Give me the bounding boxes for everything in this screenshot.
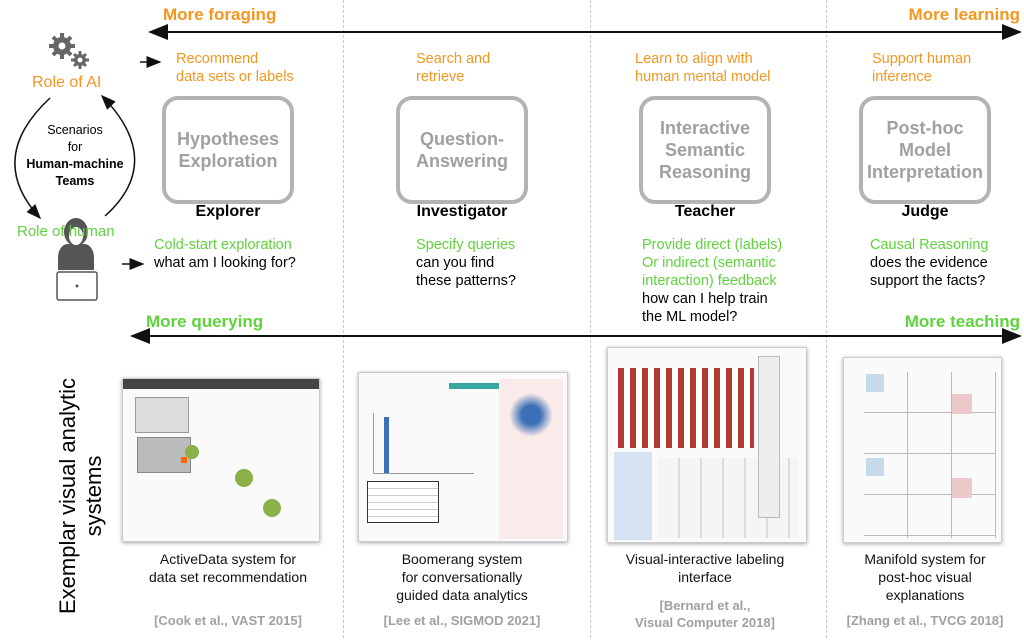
column-divider (826, 0, 827, 638)
text-line: Cold-start exploration (154, 237, 292, 253)
scenarios-line: Teams (55, 174, 95, 188)
text-line: retrieve (416, 69, 465, 85)
human-role-description: Causal Reasoning does the evidence suppo… (870, 236, 1024, 290)
title-line: systems (81, 455, 106, 537)
human-role-label: Investigator (416, 203, 508, 220)
more-learning-label: More learning (908, 5, 1020, 24)
text-line: [Lee et al., SIGMOD 2021] (383, 613, 541, 628)
text-line: post-hoc visual (878, 569, 972, 585)
text-line: Or indirect (semantic interaction) feedb… (642, 255, 777, 289)
column-divider (343, 0, 344, 638)
more-foraging-label: More foraging (163, 5, 277, 24)
citation: [Cook et al., VAST 2015] (118, 612, 338, 629)
text-line: does the evidence (870, 255, 988, 271)
text-line: for conversationally (401, 569, 523, 585)
text-line: what am I looking for? (154, 255, 296, 271)
human-to-ai-arrow (100, 94, 136, 217)
person-laptop-icon (56, 218, 98, 301)
ai-role-description: Recommend data sets or labels (176, 50, 294, 86)
exemplar-systems-title: Exemplar visual analytic systems (55, 351, 107, 641)
citation: [Bernard et al., Visual Computer 2018] (595, 597, 815, 631)
text-line: Visual Computer 2018] (635, 615, 775, 630)
scenario-title-line: Model (898, 140, 951, 160)
system-caption: Visual-interactive labeling interface (605, 550, 805, 586)
manifold-screenshot (843, 357, 1002, 543)
citation: [Lee et al., SIGMOD 2021] (352, 612, 572, 629)
system-caption: Boomerang system for conversationally gu… (362, 550, 562, 604)
ai-to-human-arrow (14, 97, 51, 220)
text-line: guided data analytics (396, 587, 528, 603)
citation: [Zhang et al., TVCG 2018] (815, 612, 1024, 629)
text-line: explanations (885, 587, 965, 603)
text-line: Visual-interactive labeling (625, 551, 785, 567)
text-line: Provide direct (labels) (642, 237, 783, 253)
human-role-description: Cold-start exploration what am I looking… (154, 236, 329, 272)
text-line: Search and (416, 51, 491, 67)
boomerang-screenshot (358, 372, 568, 542)
gears-icon (49, 33, 89, 69)
title-line: Exemplar visual analytic (55, 378, 80, 614)
role-of-ai-label: Role of AI (32, 74, 102, 91)
human-role-description: Specify queries can you find these patte… (416, 236, 591, 290)
human-role-description: Provide direct (labels) Or indirect (sem… (642, 236, 792, 326)
text-line: ActiveData system for (159, 551, 297, 567)
scenario-title-line: Question- (419, 129, 504, 149)
text-line: Boomerang system (401, 551, 523, 567)
scenarios-line: Scenarios (47, 123, 103, 137)
scenarios-line: Human-machine (26, 157, 124, 171)
scenario-title-line: Post-hoc (886, 118, 964, 138)
more-querying-label: More querying (146, 312, 264, 331)
system-caption: Manifold system for post-hoc visual expl… (825, 550, 1024, 604)
text-line: these patterns? (416, 273, 516, 289)
text-line: how can I help train (642, 291, 768, 307)
scenarios-line: for (67, 140, 83, 154)
scenario-title-line: Exploration (178, 151, 278, 171)
scenario-title-line: Answering (415, 151, 508, 171)
scenario-title-line: Interpretation (866, 162, 983, 182)
human-role-label: Teacher (674, 203, 736, 220)
scenario-title-line: Reasoning (658, 162, 751, 182)
text-line: interface (678, 569, 732, 585)
text-line: can you find (416, 255, 495, 271)
scenario-title-line: Semantic (664, 140, 746, 160)
text-line: data set recommendation (149, 569, 307, 585)
text-line: Recommend (176, 51, 259, 67)
scenarios-label: Scenarios for Human-machine Teams (20, 122, 130, 190)
text-line: support the facts? (870, 273, 986, 289)
scenario-title-line: Interactive (659, 118, 751, 138)
text-line: human mental model (635, 69, 771, 85)
text-line: [Cook et al., VAST 2015] (154, 613, 302, 628)
text-line: [Bernard et al., (659, 598, 751, 613)
text-line: Causal Reasoning (870, 237, 989, 253)
human-role-label: Explorer (195, 203, 261, 220)
ai-role-description: Support human inference (872, 50, 971, 86)
text-line: Learn to align with (635, 51, 753, 67)
ai-role-description: Learn to align with human mental model (635, 50, 770, 86)
role-of-human-label: Role of human (17, 223, 115, 240)
activedata-screenshot (122, 378, 320, 542)
column-divider (590, 0, 591, 638)
more-teaching-label: More teaching (904, 312, 1020, 331)
labeling-interface-screenshot (607, 347, 807, 543)
text-line: Manifold system for (864, 551, 986, 567)
human-role-label: Judge (901, 203, 949, 220)
text-line: the ML model? (642, 309, 738, 325)
system-caption: ActiveData system for data set recommend… (128, 550, 328, 586)
text-line: Support human (872, 51, 972, 67)
text-line: [Zhang et al., TVCG 2018] (846, 613, 1004, 628)
text-line: inference (872, 69, 932, 85)
scenario-title-line: Hypotheses (176, 129, 280, 149)
scenario-box: Question-Answering (396, 96, 528, 204)
ai-role-description: Search and retrieve (416, 50, 490, 86)
text-line: Specify queries (416, 237, 516, 253)
text-line: data sets or labels (176, 69, 294, 85)
